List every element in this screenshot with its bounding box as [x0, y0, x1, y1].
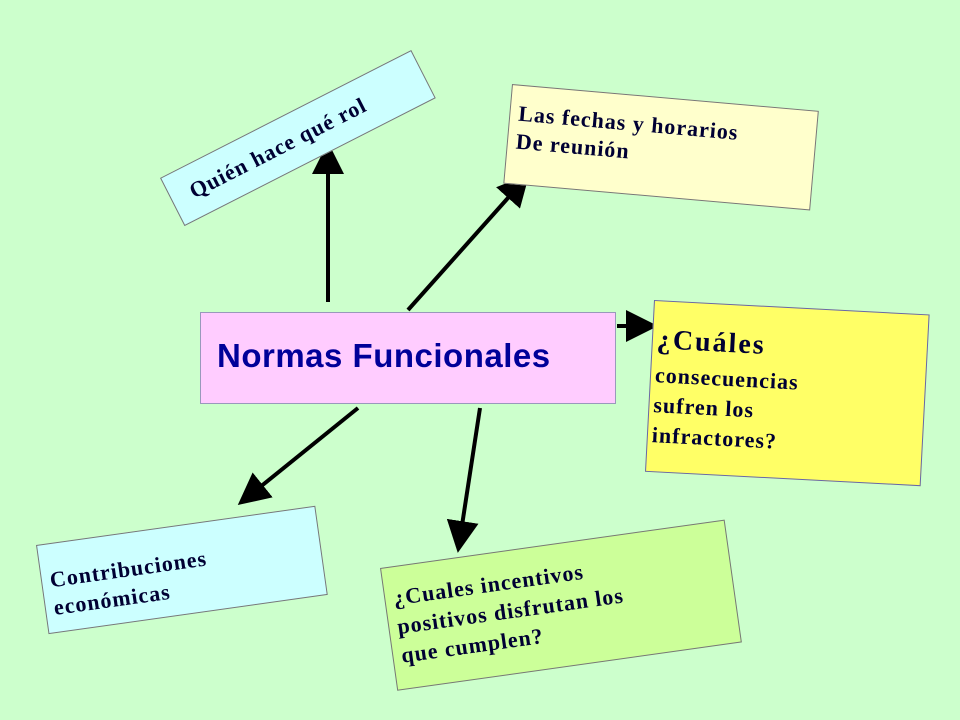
- node-consequences: ¿Cuáles consecuencias sufren los infract…: [644, 300, 930, 487]
- center-node: Normas Funcionales: [200, 312, 616, 404]
- center-title: Normas Funcionales: [217, 337, 551, 374]
- arrow-to-incentives: [446, 407, 482, 553]
- arrow-to-contributions: [237, 406, 360, 506]
- arrow-to-dates: [406, 174, 530, 312]
